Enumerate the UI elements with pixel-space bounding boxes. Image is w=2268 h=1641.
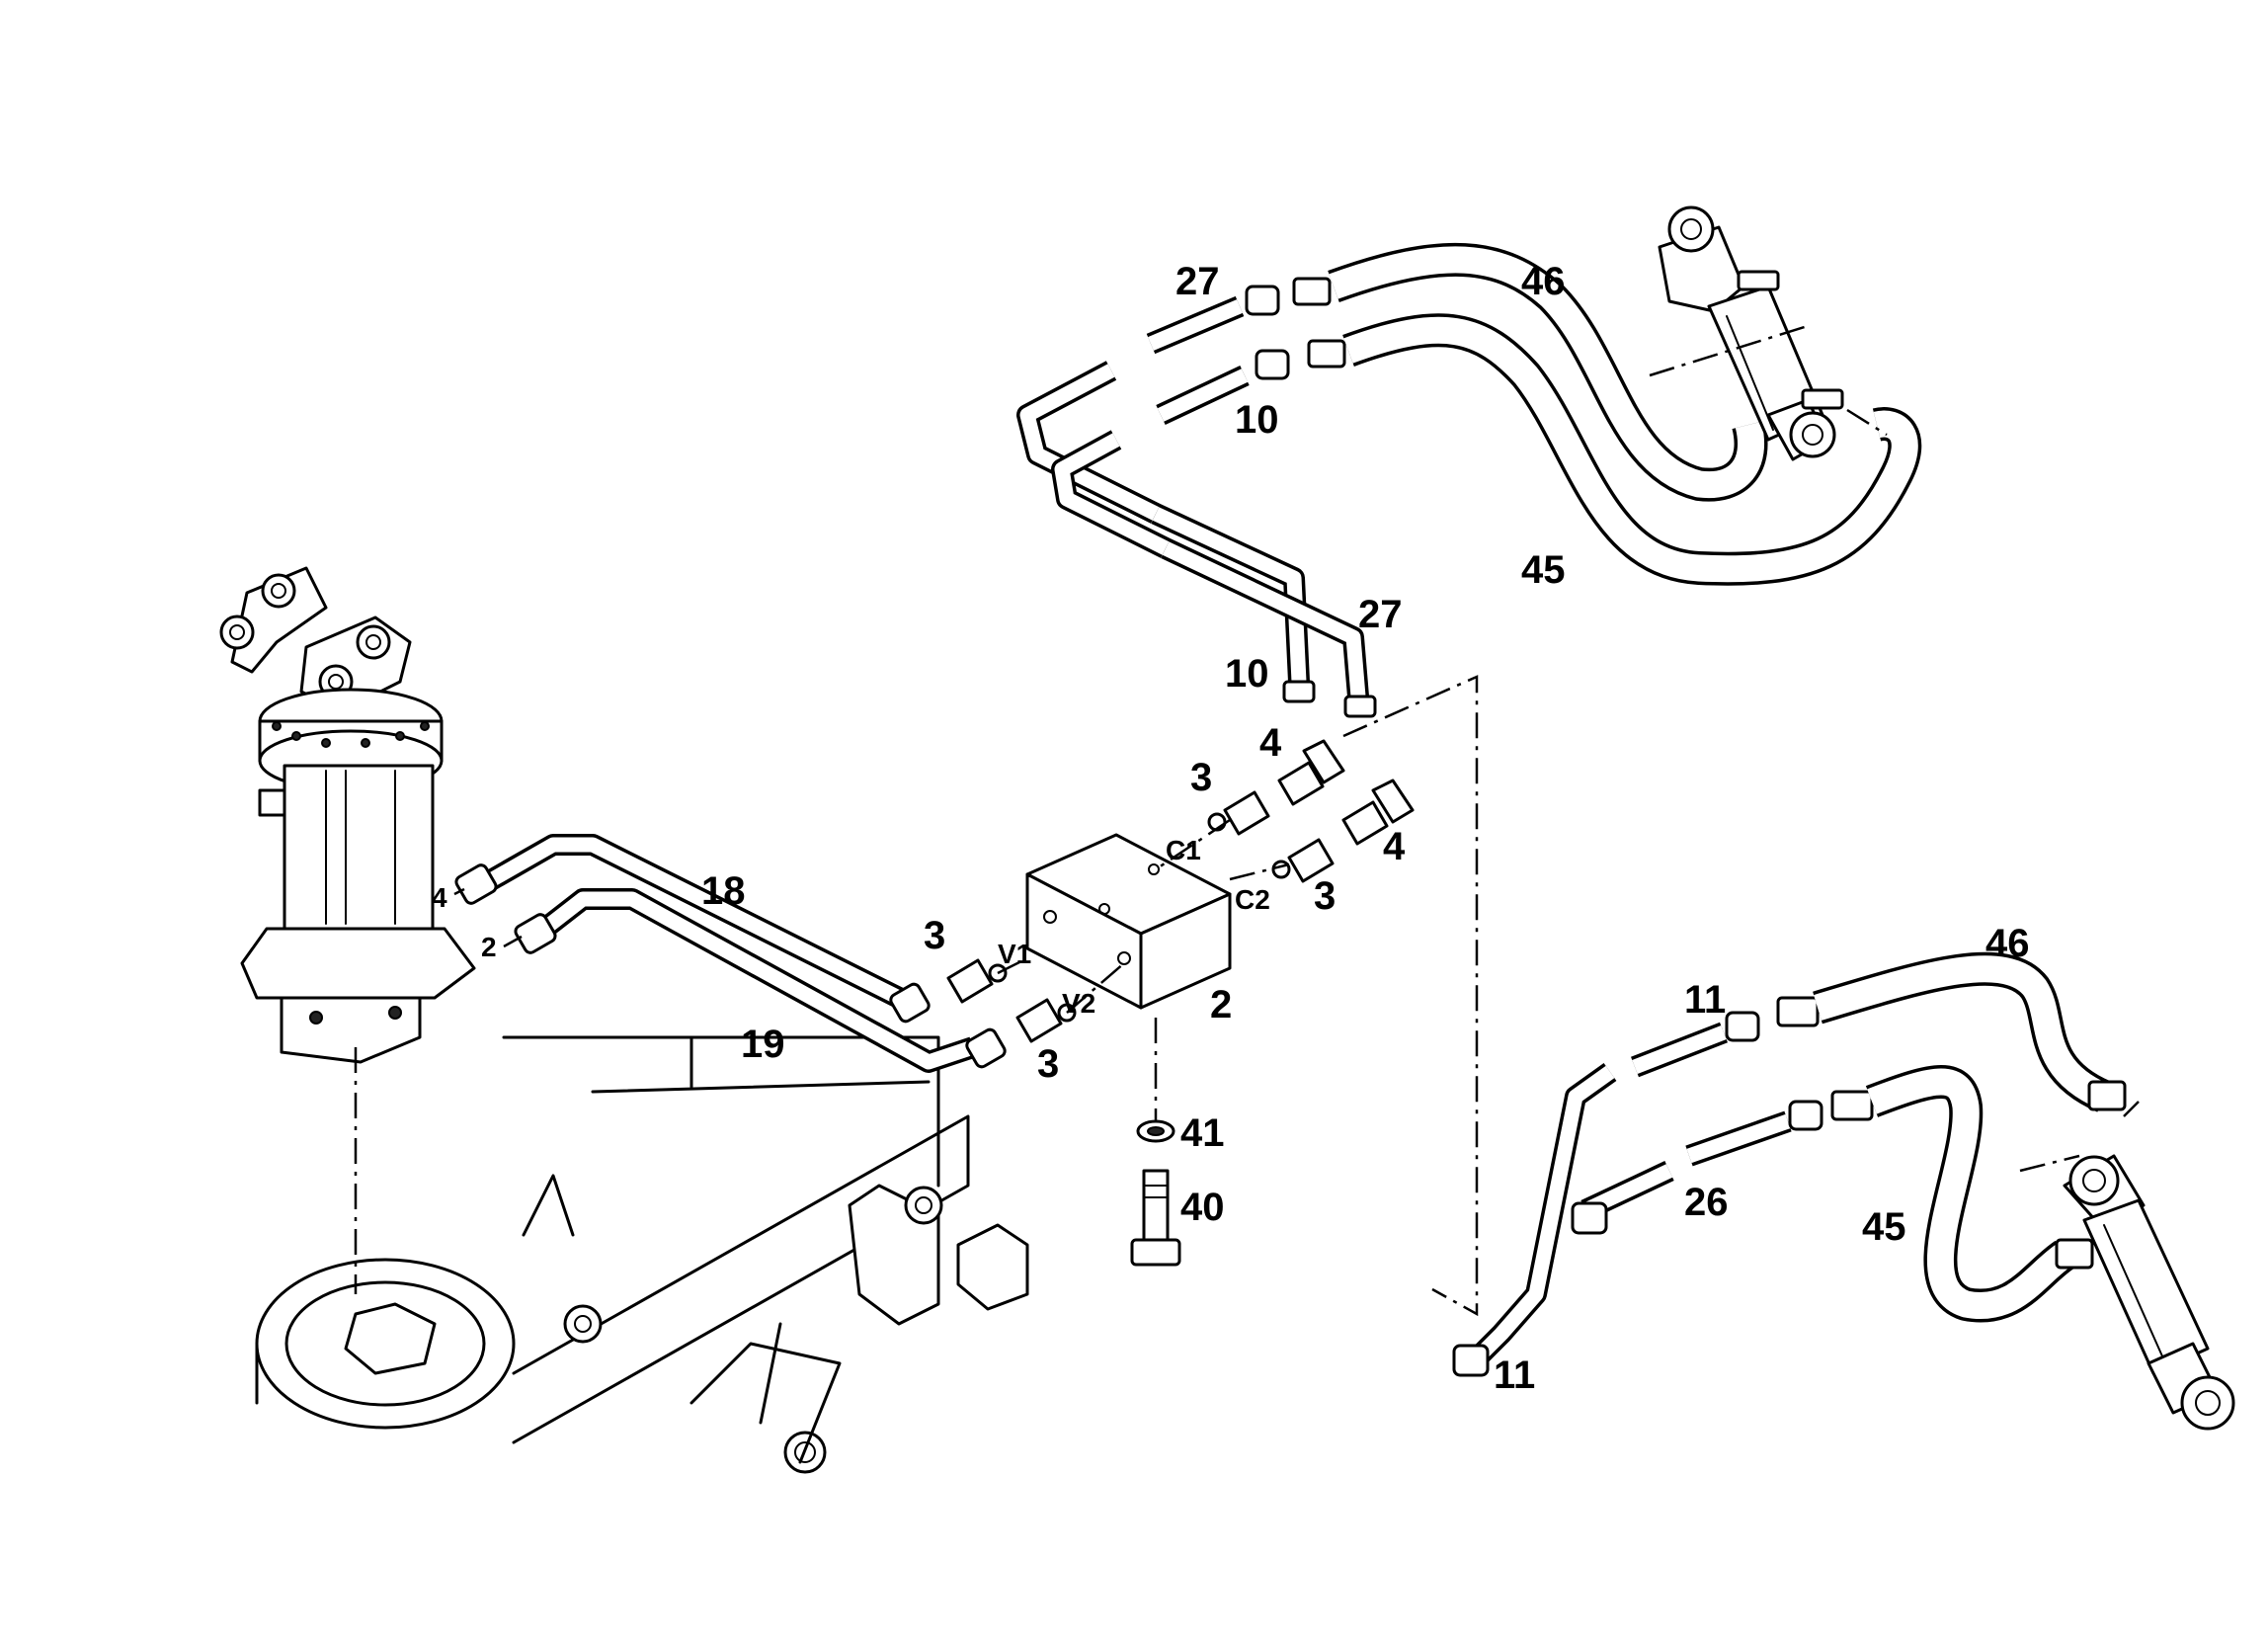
label-10-top: 10 [1235, 398, 1279, 442]
leader-2-motor [503, 935, 523, 948]
label-4-right: 4 [1383, 825, 1406, 868]
label-40: 40 [1180, 1186, 1225, 1229]
label-11-lower: 11 [1494, 1354, 1535, 1397]
label-3-upper: 3 [1190, 756, 1212, 799]
label-2-block: 2 [1210, 983, 1232, 1026]
label-27-mid: 27 [1358, 593, 1403, 636]
label-46-top: 46 [1521, 260, 1566, 303]
pipe-27-upper-run [1051, 430, 1369, 697]
label-3-v1: 3 [924, 914, 945, 957]
pipe-18 [478, 834, 914, 1013]
label-c1: C1 [1166, 835, 1201, 865]
label-18: 18 [701, 869, 746, 913]
label-41: 41 [1180, 1111, 1225, 1155]
hose-46-end-bottom [1776, 996, 1820, 1027]
hose-45-upper [1342, 313, 1922, 586]
pipe-10-upper-run [1016, 361, 1310, 683]
axle-frame [255, 1035, 1029, 1474]
label-4-upper: 4 [1259, 721, 1282, 765]
steering-cylinder-lower [2019, 1101, 2235, 1431]
nut-27-lower [1343, 695, 1377, 718]
label-c2: C2 [1235, 884, 1270, 915]
label-3-right: 3 [1314, 874, 1336, 918]
nut-10-top [1255, 349, 1290, 380]
nut-26-upper [1788, 1100, 1823, 1131]
label-4-motor: 4 [432, 882, 447, 913]
label-2-motor: 2 [481, 932, 497, 962]
tee-right [1341, 779, 1415, 846]
pipe-11-stub [1631, 1022, 1728, 1078]
hose-45-end-bottom [1830, 1090, 1874, 1121]
steering-cylinder-upper [1649, 205, 1888, 461]
label-45-bottom: 45 [1862, 1205, 1906, 1249]
label-46-bottom: 46 [1985, 922, 2030, 965]
hose-46-end-cyl [2087, 1080, 2127, 1111]
pipe-10-stub [1156, 366, 1250, 425]
hose-46-upper [1328, 242, 1768, 502]
nut-27-top [1245, 285, 1280, 316]
leader-4-motor [453, 887, 465, 896]
bolt-40 [1130, 1169, 1181, 1267]
pipe-19 [531, 888, 977, 1073]
label-27-top: 27 [1175, 260, 1220, 303]
label-11-upper: 11 [1684, 978, 1726, 1022]
label-v2: V2 [1062, 988, 1095, 1019]
hose-46-end-top [1292, 277, 1332, 306]
nut-19-block [965, 1027, 1007, 1069]
swivel-motor [219, 566, 476, 1064]
label-v1: V1 [998, 939, 1031, 969]
hose-45-lower [1865, 1065, 2074, 1323]
nut-11-upper [1725, 1011, 1760, 1042]
label-3-v2: 3 [1037, 1042, 1059, 1086]
nut-10-lower [1282, 680, 1316, 703]
nut-4-motor [454, 863, 498, 905]
nut-18-block [889, 982, 931, 1024]
label-45-top: 45 [1521, 548, 1566, 592]
assembly-lines-block [997, 675, 1479, 1317]
label-26: 26 [1684, 1181, 1729, 1224]
hose-45-end-top [1307, 339, 1346, 369]
hose-46-lower [1813, 951, 2112, 1112]
tee-upper [1277, 739, 1345, 806]
pipe-11-run [1469, 1063, 1617, 1366]
pipe-26-stub-upper [1685, 1110, 1792, 1167]
label-10-mid: 10 [1225, 652, 1269, 696]
hose-45-end-cyl [2055, 1238, 2094, 1270]
washer-41 [1136, 1119, 1175, 1143]
nut-2-motor [514, 913, 557, 954]
label-19: 19 [741, 1023, 785, 1066]
pipe-27-stub [1146, 295, 1245, 355]
nut-26-lower [1571, 1201, 1608, 1235]
nut-11-lower [1452, 1344, 1490, 1377]
part-labels: 27 46 10 45 27 10 4 3 C1 C2 3 4 18 4 2 3… [432, 260, 2030, 1397]
